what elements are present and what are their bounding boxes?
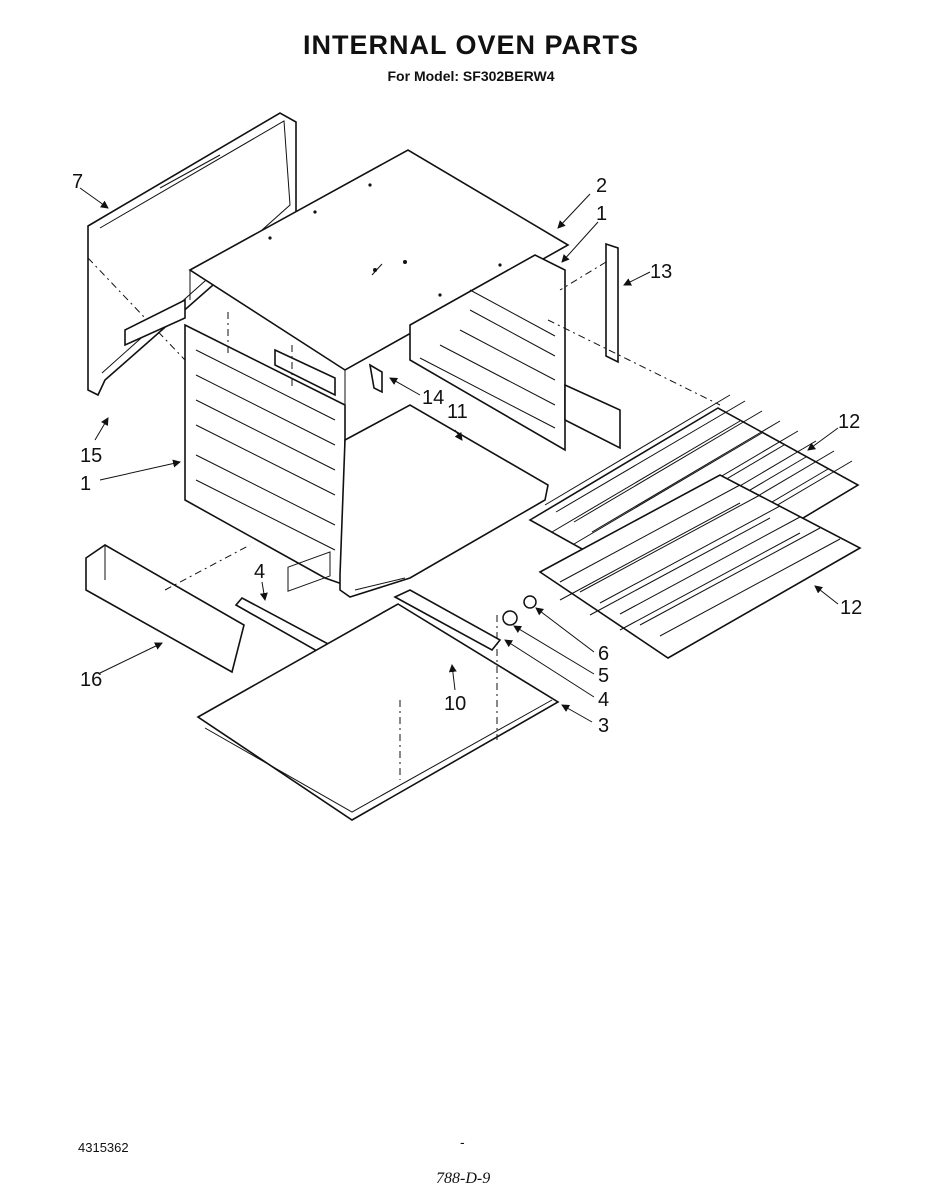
callout-4-bottom: 4: [598, 689, 609, 711]
callout-14: 14: [422, 387, 444, 409]
callout-2: 2: [596, 175, 607, 197]
model-subtitle: For Model: SF302BERW4: [387, 68, 555, 84]
bottom-trim-part-16: [85, 544, 251, 674]
left-rack-support-part-1: [124, 298, 346, 587]
callout-4-top: 4: [254, 561, 265, 583]
callout-10: 10: [444, 693, 466, 715]
oven-bottom-part-3: [196, 551, 560, 821]
callout-11: 11: [447, 401, 468, 423]
oven-liner-part-2: [188, 149, 570, 440]
callout-16: 16: [80, 669, 102, 691]
right-rack-support-part-1: [409, 254, 621, 452]
callout-12-top: 12: [838, 411, 860, 433]
callout-1-top: 1: [596, 203, 607, 225]
callout-13: 13: [650, 261, 672, 283]
callout-3: 3: [598, 715, 609, 737]
oven-rack-bottom-part-12: [538, 474, 862, 659]
callout-1-left: 1: [80, 473, 91, 495]
page-code: 788-D-9: [436, 1170, 491, 1187]
diagram-title: INTERNAL OVEN PARTS: [302, 30, 640, 60]
bracket-part-14: [368, 363, 383, 394]
trim-strip-part-13: [547, 242, 721, 406]
callout-7: 7: [72, 171, 83, 193]
callout-leaders: [79, 187, 839, 723]
part-number: 4315362: [78, 1140, 129, 1155]
callout-12-bottom: 12: [840, 597, 862, 619]
bottom-liner-part-11: [339, 404, 549, 598]
callout-15: 15: [80, 445, 102, 467]
dash-mark: -: [460, 1134, 465, 1150]
callout-6: 6: [598, 643, 609, 665]
callout-5: 5: [598, 665, 609, 687]
